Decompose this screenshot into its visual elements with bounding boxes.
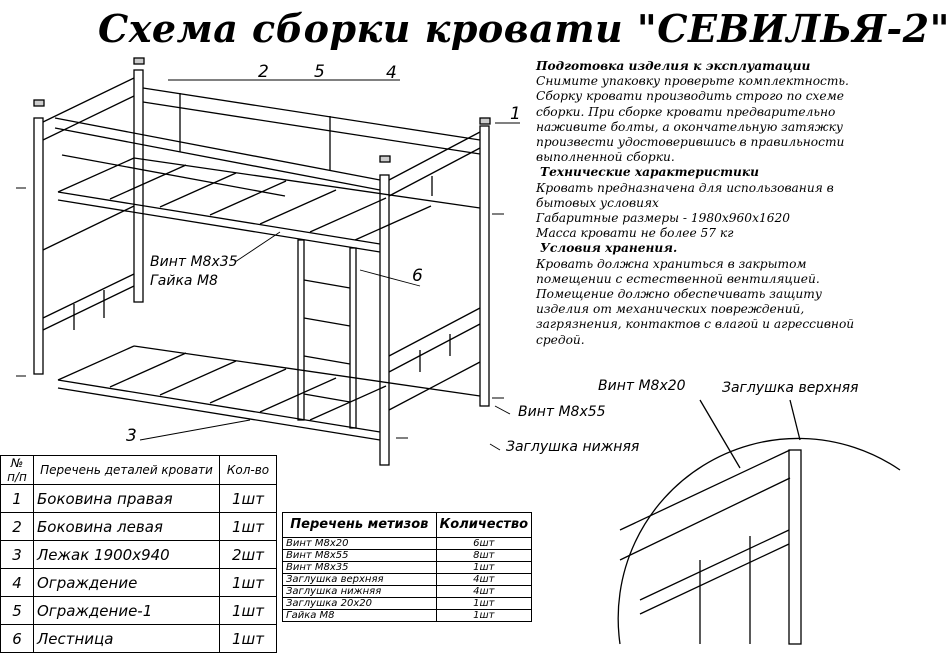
column-header: Перечень метизов — [282, 512, 437, 538]
table-header-row: № п/п Перечень деталей кровати Кол-во — [0, 455, 277, 485]
upper-bed-deck — [57, 157, 481, 253]
callout-6: 6 — [412, 266, 423, 286]
table-cell: Заглушка нижняя — [282, 585, 437, 598]
prep-line: Снимите упаковку проверьте комплектность… — [536, 74, 849, 89]
storage-line: помещении с естественной вентиляцией. — [536, 271, 820, 286]
caps — [33, 57, 491, 163]
table-cell: 1шт — [219, 512, 277, 541]
storage-line: загрязнения, контактов с влагой и агресс… — [536, 317, 855, 332]
column-header: № п/п — [0, 455, 34, 485]
tech-line: Габаритные размеры - 1980х960х1620 — [536, 211, 790, 226]
table-cell: 6 — [0, 624, 34, 653]
table-cell: Лежак 1900х940 — [33, 540, 220, 569]
table-cell: Заглушка 20х20 — [282, 597, 437, 610]
table-cell: Боковина правая — [33, 484, 220, 513]
screws — [16, 187, 504, 439]
callout-4: 4 — [386, 63, 397, 83]
table-cell: 1шт — [219, 624, 277, 653]
top-guard-rails — [54, 87, 481, 197]
page-title: Схема сборки кровати "СЕВИЛЬЯ-2" — [98, 6, 950, 51]
prep-line: выполненной сборки. — [536, 150, 675, 165]
table-row: 3 Лежак 1900х940 2шт — [0, 540, 277, 569]
table-row: 1 Боковина правая 1шт — [0, 484, 277, 513]
prep-line: сборки. При сборке кровати предварительн… — [536, 104, 836, 119]
prep-line: наживите болты, а окончательную затяжку — [536, 119, 843, 134]
leader-lines — [139, 79, 520, 451]
table-cell: 1шт — [219, 484, 277, 513]
table-cell: 1шт — [219, 568, 277, 597]
table-row: 6 Лестница 1шт — [0, 624, 277, 653]
table-cell: Боковина левая — [33, 512, 220, 541]
storage-heading: Условия хранения. — [540, 241, 678, 256]
table-cell: 2шт — [219, 540, 277, 569]
callout-3: 3 — [126, 426, 137, 446]
label-nut-m8: Гайка М8 — [150, 273, 218, 289]
table-cell: 1шт — [435, 561, 533, 574]
table-cell: Винт М8х20 — [282, 537, 437, 550]
table-cell: 6шт — [435, 537, 533, 550]
table-cell: 2 — [0, 512, 34, 541]
table-row: 4 Ограждение 1шт — [0, 568, 277, 597]
instructions-block: Подготовка изделия к эксплуатации Снимит… — [536, 59, 906, 348]
lower-bed-deck — [57, 345, 481, 441]
storage-line: изделия от механических повреждений, — [536, 302, 805, 317]
table-cell: 1шт — [435, 609, 533, 622]
tech-line: Кровать предназначена для использования … — [536, 180, 834, 195]
column-header: Перечень деталей кровати — [33, 455, 220, 485]
label-screw-m8x55: Винт М8х55 — [518, 404, 606, 420]
table-cell: 8шт — [435, 549, 533, 562]
table-cell: Лестница — [33, 624, 220, 653]
callout-1: 1 — [510, 104, 521, 124]
label-cap-bottom: Заглушка нижняя — [506, 439, 640, 455]
tech-line: Масса кровати не более 57 кг — [536, 226, 734, 241]
tech-line: бытовых условиях — [536, 195, 659, 210]
prep-line: Сборку кровати производить строго по схе… — [536, 89, 844, 104]
prep-line: произвести удостоверившись в правильност… — [536, 135, 845, 150]
column-header: Кол-во — [219, 455, 277, 485]
table-cell: Винт М8х35 — [282, 561, 437, 574]
tech-heading: Технические характеристики — [540, 165, 759, 180]
right-side-frame — [379, 125, 490, 466]
bed-assembly-drawing — [16, 57, 901, 645]
column-header: Количество — [435, 512, 533, 538]
table-cell: 4 — [0, 568, 34, 597]
table-cell: Ограждение-1 — [33, 596, 220, 625]
table-cell: 4шт — [435, 585, 533, 598]
label-screw-m8x35: Винт М8х35 — [150, 254, 238, 270]
storage-line: Кровать должна храниться в закрытом — [536, 256, 807, 271]
table-cell: Ограждение — [33, 568, 220, 597]
label-screw-m8x20: Винт М8х20 — [598, 378, 686, 394]
table-cell: Заглушка верхняя — [282, 573, 437, 586]
table-cell: 1шт — [219, 596, 277, 625]
ladder — [297, 239, 357, 429]
table-cell: 3 — [0, 540, 34, 569]
table-cell: Винт М8х55 — [282, 549, 437, 562]
table-cell: Гайка М8 — [282, 609, 437, 622]
table-row: 2 Боковина левая 1шт — [0, 512, 277, 541]
storage-line: Помещение должно обеспечивать защиту — [536, 287, 822, 302]
detail-view — [617, 399, 901, 645]
parts-table: № п/п Перечень деталей кровати Кол-во 1 … — [0, 455, 277, 653]
table-cell: 4шт — [435, 573, 533, 586]
storage-line: средой. — [536, 332, 585, 347]
table-header-row: Перечень метизов Количество — [282, 512, 533, 538]
label-cap-top: Заглушка верхняя — [722, 380, 859, 396]
table-cell: 1 — [0, 484, 34, 513]
table-row: 5 Ограждение-1 1шт — [0, 596, 277, 625]
left-side-frame — [33, 69, 144, 375]
callout-5: 5 — [314, 62, 325, 82]
prep-heading: Подготовка изделия к эксплуатации — [536, 59, 811, 73]
table-cell: 1шт — [435, 597, 533, 610]
callout-2: 2 — [258, 62, 269, 82]
table-cell: 5 — [0, 596, 34, 625]
